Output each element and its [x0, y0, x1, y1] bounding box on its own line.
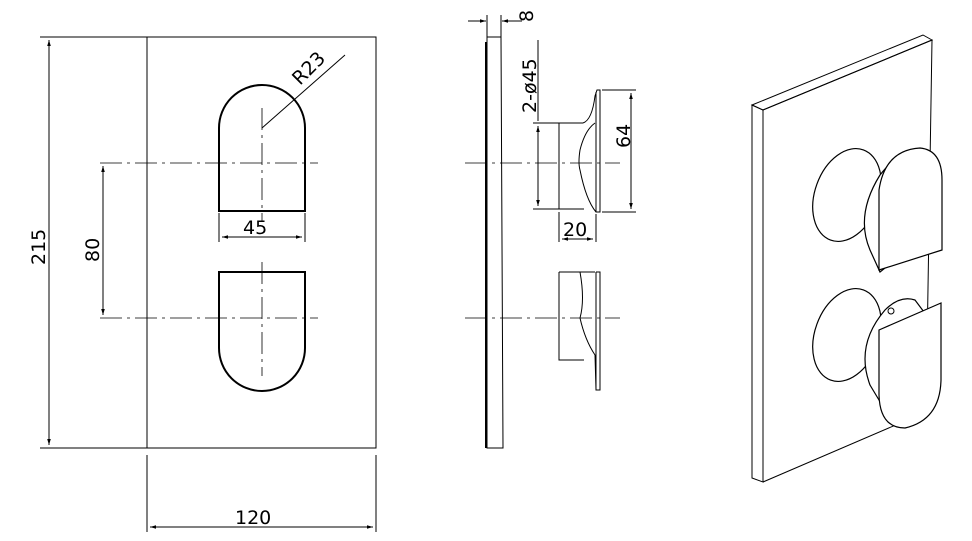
lower-handle-iso [812, 287, 942, 429]
lower-handle-outline [218, 271, 306, 392]
isometric-view [750, 34, 943, 483]
dim-2-dia45: 2-ø45 [519, 58, 541, 113]
dim-215: 215 [28, 229, 50, 265]
lower-handle-side [558, 271, 601, 391]
upper-handle-iso [812, 147, 943, 273]
plate-outline [146, 36, 377, 449]
dim-80: 80 [82, 238, 104, 262]
dim-8: 8 [516, 10, 538, 22]
front-view: 215 80 45 R23 120 [28, 36, 377, 532]
plate-side [486, 36, 504, 449]
dim-45: 45 [243, 217, 267, 239]
upper-handle-outline [218, 84, 306, 212]
upper-handle-side [558, 89, 601, 213]
dim-r23: R23 [288, 48, 330, 90]
side-view: 8 2-ø45 64 20 [465, 10, 636, 449]
dim-120: 120 [235, 507, 271, 529]
dim-20: 20 [563, 219, 587, 241]
dim-64: 64 [613, 124, 635, 148]
radius-leader [261, 54, 346, 129]
